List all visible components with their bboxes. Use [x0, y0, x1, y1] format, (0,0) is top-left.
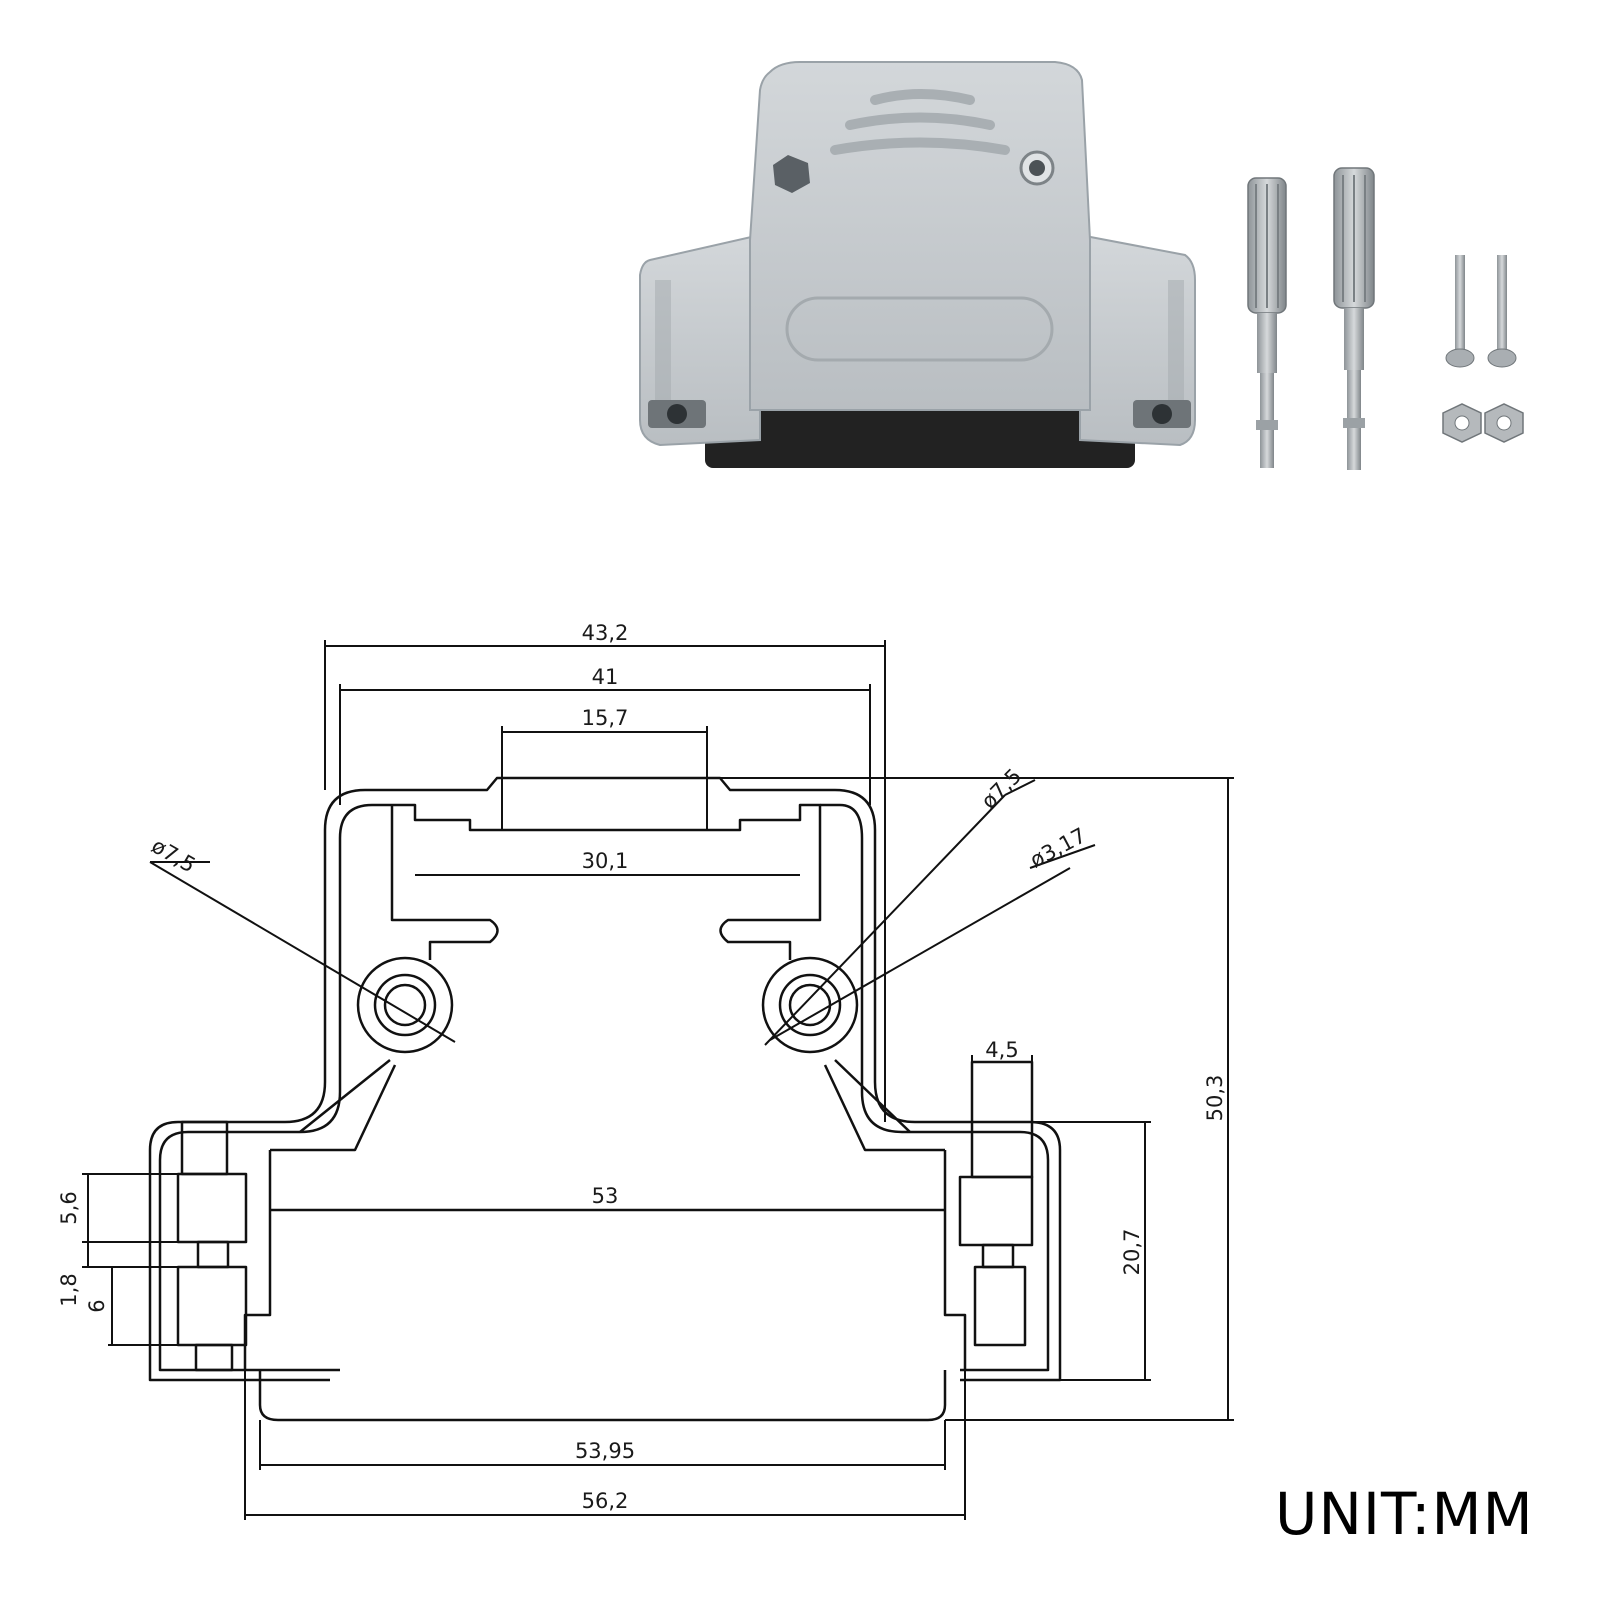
- hood-outline-outer: [148, 776, 1062, 1382]
- small-screw-1: [1445, 255, 1475, 368]
- dim-6: 6: [85, 1299, 109, 1312]
- hood-right-wing: [1079, 233, 1196, 447]
- left-boss-outer: [356, 956, 454, 1054]
- dim-30-1: 30,1: [582, 849, 629, 873]
- dim-50-3: 50,3: [1203, 1075, 1227, 1122]
- small-screw-2: [1487, 255, 1517, 368]
- dim-41: 41: [592, 665, 619, 689]
- dim-5-6: 5,6: [57, 1191, 81, 1224]
- dimension-labels: 43,2 41 15,7 30,1 53 53,95 56,2 4,5 50,3…: [57, 621, 1227, 1513]
- dim-20-7: 20,7: [1120, 1229, 1144, 1276]
- thumb-screw-2: [1333, 167, 1375, 470]
- hood-outline-inner: [158, 803, 1050, 1372]
- dim-left-dia-7-5: ø7,5: [148, 834, 200, 878]
- dimension-lines: [82, 640, 1234, 1520]
- thumb-screw-1: [1247, 177, 1287, 468]
- right-boss-outer: [761, 956, 859, 1054]
- nut-1: [1442, 403, 1482, 443]
- hardware-photo: [1247, 167, 1524, 470]
- label-recess: [785, 296, 1054, 362]
- dim-53-95: 53,95: [575, 1439, 635, 1463]
- dim-43-2: 43,2: [582, 621, 629, 645]
- unit-label: UNIT:MM: [1275, 1480, 1534, 1548]
- connector-hood-photo: [639, 61, 1196, 468]
- hex-hole: [773, 155, 810, 193]
- dim-56-2: 56,2: [582, 1489, 629, 1513]
- dim-1-8: 1,8: [57, 1273, 81, 1306]
- dim-15-7: 15,7: [582, 706, 629, 730]
- dim-right-dia-3-17: ø3,17: [1026, 823, 1090, 872]
- nut-2: [1484, 403, 1524, 443]
- hood-black-insert: [705, 400, 1135, 468]
- dim-53: 53: [592, 1184, 619, 1208]
- dim-4-5: 4,5: [985, 1038, 1018, 1062]
